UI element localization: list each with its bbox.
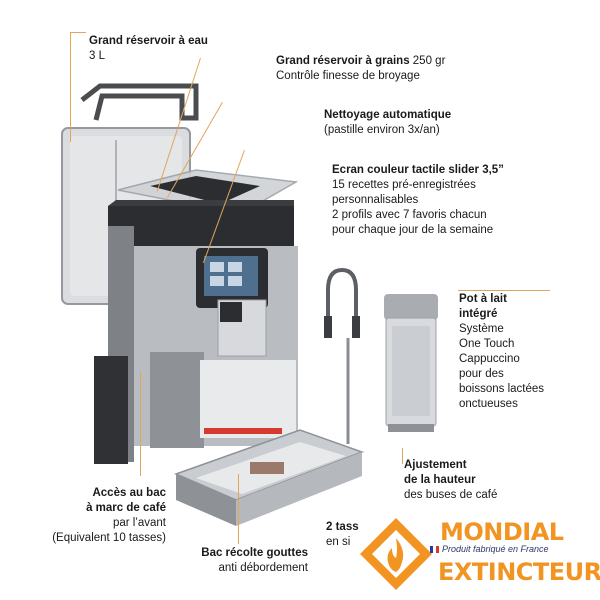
- bean-hopper-detail: Contrôle finesse de broyage: [276, 70, 420, 82]
- callout-cleaning: Nettoyage automatique (pastille environ …: [324, 108, 451, 138]
- screen-title: Ecran couleur tactile slider 3,5”: [332, 164, 504, 176]
- grounds-bin-title-2: à marc de café: [86, 502, 166, 514]
- milk-jug-detail-5: boissons lactées: [459, 383, 545, 395]
- mondial-extincteur-logo: MONDIAL Produit fabriqué en France EXTIN…: [352, 512, 600, 594]
- screen-detail-4: pour chaque jour de la semaine: [332, 224, 494, 236]
- grounds-bin-detail-2: (Equivalent 10 tasses): [52, 532, 166, 544]
- bean-hopper-capacity: 250 gr: [409, 55, 446, 67]
- logo-tagline: Produit fabriqué en France: [442, 544, 549, 554]
- grounds-bin-title-1: Accès au bac: [92, 487, 166, 499]
- two-cups-detail: en si: [326, 536, 351, 548]
- leader-line: [238, 474, 239, 544]
- milk-pipe-image: [324, 267, 360, 444]
- height-adjust-title-1: Ajustement: [404, 459, 467, 471]
- leader-line: [458, 290, 550, 291]
- callout-bean-hopper: Grand réservoir à grains 250 gr Contrôle…: [276, 54, 445, 84]
- milk-jug-title-1: Pot à lait: [459, 293, 507, 305]
- milk-jug-image: [384, 294, 438, 432]
- milk-jug-detail-3: Cappuccino: [459, 353, 520, 365]
- french-flag-icon: [430, 546, 439, 553]
- screen-detail-2: personnalisables: [332, 194, 419, 206]
- grounds-bin-detail-1: par l’avant: [112, 517, 166, 529]
- screen-detail-1: 15 recettes pré-enregistrées: [332, 179, 476, 191]
- cleaning-detail: (pastille environ 3x/an): [324, 124, 440, 136]
- drip-tray-title: Bac récolte gouttes: [201, 547, 308, 559]
- machine-body-image: [94, 200, 298, 464]
- callout-drip-tray: Bac récolte gouttes anti débordement: [160, 546, 308, 576]
- callout-height-adjust: Ajustement de la hauteur des buses de ca…: [404, 458, 497, 503]
- water-tank-title: Grand réservoir à eau: [89, 35, 208, 47]
- leader-line: [70, 32, 86, 33]
- logo-brand-line2: EXTINCTEUR: [438, 558, 600, 586]
- height-adjust-detail: des buses de café: [404, 489, 498, 501]
- bean-hopper-title: Grand réservoir à grains: [276, 55, 410, 67]
- height-adjust-title-2: de la hauteur: [404, 474, 476, 486]
- two-cups-title: 2 tass: [326, 521, 359, 533]
- screen-detail-3: 2 profils avec 7 favoris chacun: [332, 209, 487, 221]
- milk-jug-detail-1: Système: [459, 323, 504, 335]
- leader-line: [402, 448, 403, 464]
- milk-jug-title-2: intégré: [459, 308, 498, 320]
- water-tank-capacity: 3 L: [89, 50, 105, 62]
- callout-grounds-bin: Accès au bac à marc de café par l’avant …: [20, 486, 166, 546]
- leader-line: [140, 372, 141, 476]
- logo-brand-line1: MONDIAL: [440, 518, 564, 546]
- drip-tray-detail: anti débordement: [218, 562, 308, 574]
- cleaning-title: Nettoyage automatique: [324, 109, 452, 121]
- callout-milk-jug: Pot à lait intégré Système One Touch Cap…: [459, 292, 544, 412]
- flame-icon: [360, 518, 432, 590]
- callout-screen: Ecran couleur tactile slider 3,5” 15 rec…: [332, 163, 504, 238]
- milk-jug-detail-6: onctueuses: [459, 398, 518, 410]
- callout-water-tank: Grand réservoir à eau 3 L: [89, 34, 208, 64]
- callout-two-cups: 2 tass en si: [326, 520, 359, 550]
- milk-jug-detail-4: pour des: [459, 368, 504, 380]
- milk-jug-detail-2: One Touch: [459, 338, 515, 350]
- drip-tray-image: [173, 429, 365, 526]
- leader-line: [70, 32, 71, 142]
